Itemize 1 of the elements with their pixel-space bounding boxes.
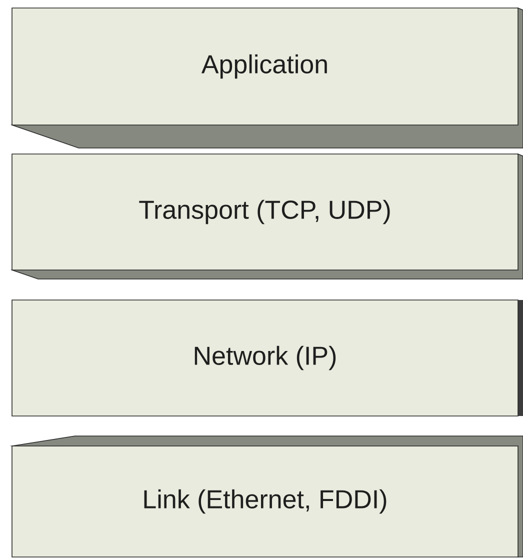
layer-box: Network (IP): [12, 300, 523, 416]
